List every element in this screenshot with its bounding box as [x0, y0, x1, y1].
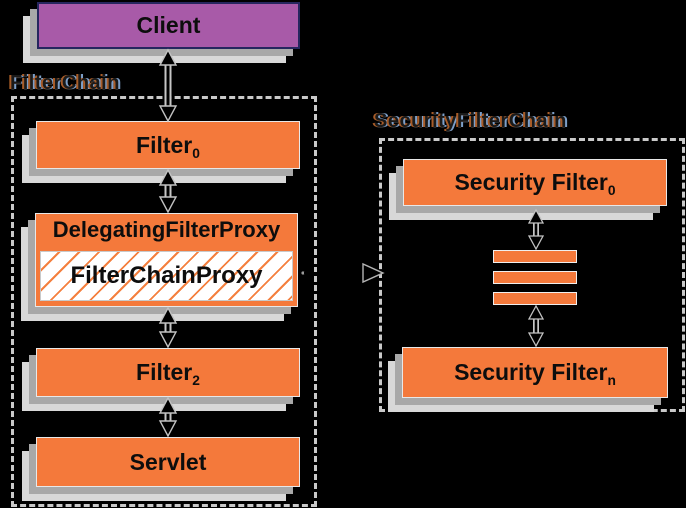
filter0-label: Filter0 — [136, 131, 200, 161]
security-filter-0-box: Security Filter0 — [403, 159, 667, 206]
client-label: Client — [136, 12, 201, 38]
filter-chain-proxy-box: FilterChainProxy — [40, 251, 293, 301]
filter2-subscript: 2 — [192, 373, 200, 389]
arrow-ellipsis-sfn-icon — [527, 304, 545, 348]
servlet-label: Servlet — [129, 448, 207, 475]
arrow-sf0-ellipsis-icon — [527, 208, 545, 251]
filter2-label: Filter2 — [136, 359, 200, 389]
security-filter-0-subscript: 0 — [607, 183, 616, 199]
filter-chain-proxy-label: FilterChainProxy — [70, 262, 263, 289]
security-filterchain-group-border — [379, 138, 685, 412]
security-filterchain-group-label: SecurityFilterChain — [374, 110, 567, 132]
delegating-filter-proxy-box: DelegatingFilterProxy FilterChainProxy — [35, 213, 298, 307]
filterchain-group-label: FilterChain — [10, 72, 120, 94]
arrow-filter2-servlet-icon — [158, 396, 178, 438]
security-filter-n-box: Security Filtern — [402, 347, 668, 398]
filter-ellipsis-bar — [493, 250, 577, 263]
filterchain-group-border — [11, 96, 317, 507]
filter-ellipsis-bar — [493, 292, 577, 305]
client-box: Client — [37, 2, 300, 49]
security-filter-0-label: Security Filter0 — [454, 169, 616, 199]
filter-ellipsis-bar — [493, 271, 577, 284]
arrow-fcp-security-filterchain-icon — [301, 262, 385, 284]
filter0-subscript: 0 — [192, 145, 200, 161]
arrow-dfp-filter2-icon — [158, 306, 178, 349]
filter2-box: Filter2 — [36, 348, 300, 397]
security-filter-n-subscript: n — [607, 373, 616, 389]
delegating-filter-proxy-label: DelegatingFilterProxy — [52, 217, 281, 242]
arrow-client-filter0-icon — [158, 48, 178, 123]
filter0-box: Filter0 — [36, 121, 300, 169]
arrow-filter0-dfp-icon — [158, 168, 178, 214]
security-filter-n-label: Security Filtern — [454, 359, 616, 389]
servlet-box: Servlet — [36, 437, 300, 487]
